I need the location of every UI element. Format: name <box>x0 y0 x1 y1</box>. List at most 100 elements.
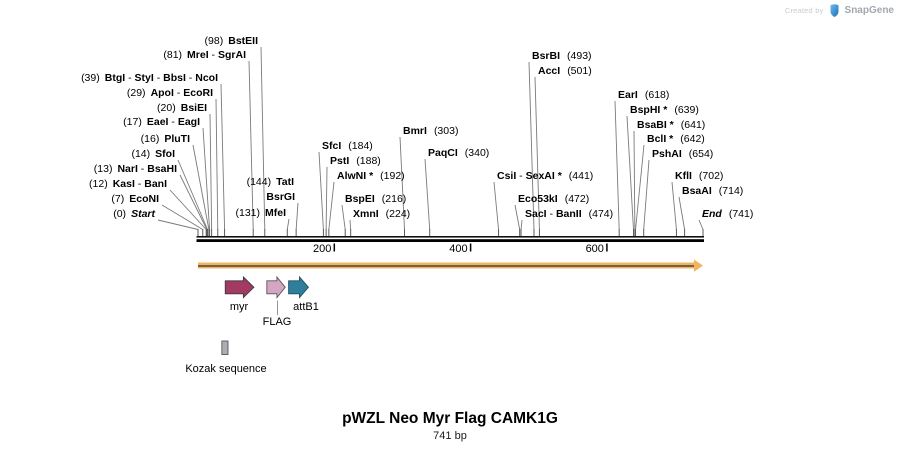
leader-line <box>520 219 523 230</box>
leader-line <box>614 100 620 230</box>
restriction-site-label: (81)MreI - SgrAI <box>163 50 246 61</box>
leader-line <box>341 204 346 230</box>
axis-tick-label: 400 <box>449 243 468 255</box>
site-position: (12) <box>89 178 108 190</box>
leader-line <box>318 151 324 230</box>
leader-line <box>424 158 431 230</box>
leader-line <box>349 219 352 230</box>
restriction-site-label: BsrGI <box>266 192 295 203</box>
restriction-site-label: BclI *(642) <box>647 134 705 145</box>
enzyme-name: BsrBI <box>532 50 561 62</box>
site-position: (131) <box>235 207 260 219</box>
site-position: (441) <box>568 170 594 182</box>
leader-line <box>192 144 210 230</box>
restriction-site-label: Eco53kI(472) <box>518 194 589 205</box>
leader-line <box>260 46 266 230</box>
enzyme-name: SfoI <box>155 148 175 160</box>
feature-label: attB1 <box>293 301 319 313</box>
site-position: (224) <box>385 208 411 220</box>
leader-line <box>177 159 208 230</box>
leader-line <box>626 115 634 230</box>
leader-line <box>179 174 208 230</box>
enzyme-name: EaeI <box>146 116 169 128</box>
restriction-site-label: (144)TatI <box>247 177 294 188</box>
site-position: (20) <box>157 102 176 114</box>
enzyme-name: SgrAI <box>217 49 246 61</box>
restriction-site-label: (7)EcoNI <box>111 194 159 205</box>
feature-label: Kozak sequence <box>185 363 267 375</box>
attB1-feature-arrow <box>288 275 309 299</box>
site-name-separator: - <box>185 72 196 84</box>
site-position: (216) <box>381 193 407 205</box>
site-position: (501) <box>567 65 592 77</box>
restriction-site-label: EarI(618) <box>618 90 669 101</box>
site-name-separator: - <box>516 170 526 182</box>
enzyme-name: BsiEI <box>180 102 207 114</box>
enzyme-name: Eco53kI <box>518 193 558 205</box>
axis-tick-label: 600 <box>585 243 604 255</box>
enzyme-name: SfcI <box>322 140 342 152</box>
enzyme-name: BsaHI <box>147 163 177 175</box>
enzyme-name: BmrI <box>403 125 427 137</box>
feature-label: myr <box>229 301 249 313</box>
leader-line <box>157 219 199 230</box>
site-position: (144) <box>246 176 272 188</box>
leader-line <box>493 181 499 230</box>
enzyme-name: BspHI * <box>630 104 668 116</box>
FLAG-feature-arrow <box>266 275 286 299</box>
site-position: (13) <box>93 163 113 175</box>
leader-line <box>399 136 405 230</box>
site-name-separator: - <box>125 72 135 84</box>
restriction-site-label: (0) Start <box>113 209 155 220</box>
restriction-site-label: XmnI (224) <box>353 209 410 220</box>
restriction-site-label: AccI (501) <box>538 66 592 77</box>
restriction-site-label: (17)EaeI - EagI <box>123 117 200 128</box>
enzyme-name: Start <box>131 208 155 220</box>
site-position: (654) <box>688 148 714 160</box>
enzyme-name: BspEI <box>345 193 375 205</box>
enzyme-name: End <box>702 208 722 220</box>
site-position: (340) <box>464 147 490 159</box>
enzyme-name: XmnI <box>353 208 379 220</box>
site-position: (618) <box>644 89 670 101</box>
enzyme-name: NarI <box>117 163 138 175</box>
watermark-brand-text: SnapGene <box>844 5 894 16</box>
leader-line <box>514 204 521 230</box>
site-position: (0) <box>113 208 127 220</box>
restriction-site-label: (29)ApoI - EcoRI <box>127 88 213 99</box>
sequence-bar-top <box>196 236 704 238</box>
enzyme-name: BstEII <box>228 35 258 47</box>
enzyme-name: SexAI * <box>525 170 562 182</box>
enzyme-name: BanI <box>144 178 167 190</box>
restriction-site-label: (98)BstEII <box>205 36 258 47</box>
site-name-separator: - <box>153 72 164 84</box>
leader-line <box>671 181 677 230</box>
restriction-site-label: BsrBI (493) <box>532 51 592 62</box>
enzyme-name: NcoI <box>195 72 218 84</box>
site-name-separator: - <box>546 208 556 220</box>
leader-line <box>286 218 290 230</box>
leader-line <box>534 76 540 230</box>
site-position: (39) <box>81 72 100 84</box>
enzyme-name: BsrGI <box>266 191 295 203</box>
enzyme-name: BclI * <box>647 133 674 145</box>
enzyme-name: PluTI <box>164 133 190 145</box>
leader-line <box>169 189 207 230</box>
site-name-separator: - <box>137 163 148 175</box>
restriction-site-label: BsaBI *(641) <box>637 120 705 131</box>
enzyme-name: AccI <box>538 65 561 77</box>
restriction-site-label: KflI(702) <box>675 171 723 182</box>
site-position: (493) <box>567 50 592 62</box>
enzyme-name: EcoRI <box>183 87 213 99</box>
restriction-site-label: (12)KasI - BanI <box>89 179 167 190</box>
site-position: (29) <box>126 87 146 99</box>
backbone-arrow-core <box>198 265 697 267</box>
restriction-site-label: (14)SfoI <box>131 149 175 160</box>
restriction-site-label: PshAI(654) <box>652 149 713 160</box>
site-position: (474) <box>588 208 614 220</box>
restriction-site-label: PaqCI(340) <box>428 148 489 159</box>
site-name-separator: - <box>168 116 178 128</box>
leader-line <box>220 83 226 230</box>
restriction-site-label: BspHI *(639) <box>630 105 699 116</box>
leader-line <box>635 144 645 230</box>
